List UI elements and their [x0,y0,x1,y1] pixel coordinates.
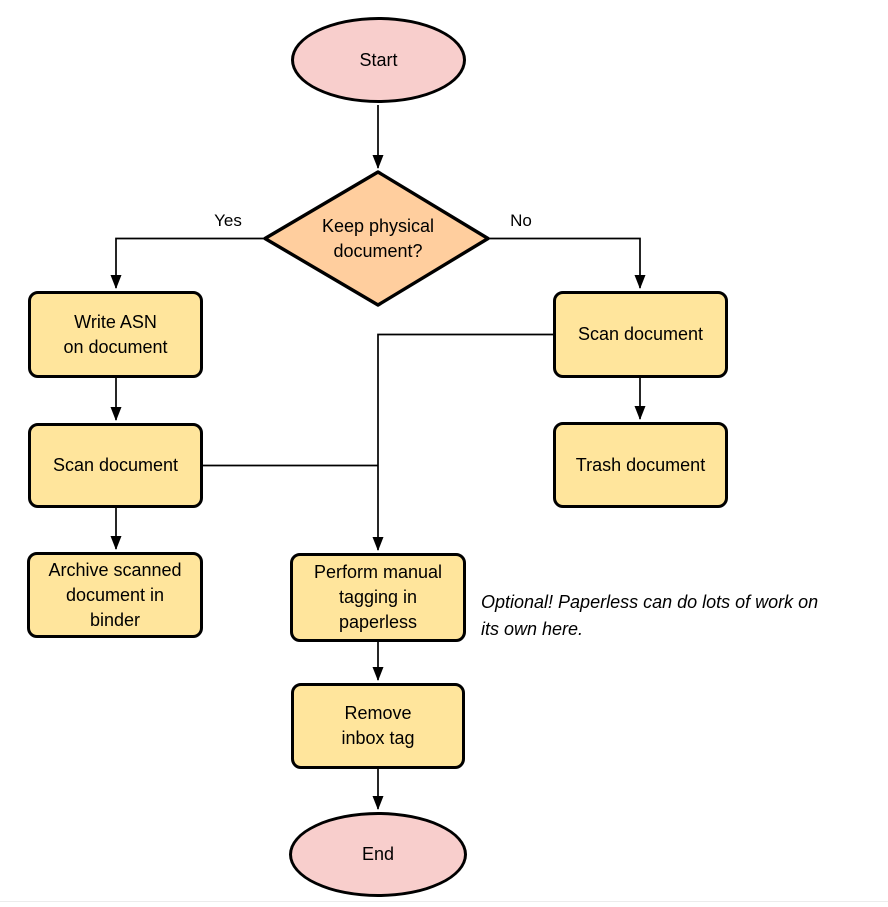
write-asn-line-2: on document [63,336,168,357]
archive-line-3: binder [89,609,141,630]
optional-note: Optional! Paperless can do lots of work … [481,589,881,643]
node-archive-document: Archive scanned document in binder [27,552,203,638]
edge-label-no: No [510,211,532,230]
trash-label: Trash document [575,454,706,475]
tagging-line-3: paperless [338,612,418,632]
scan-right-label: Scan document [577,324,704,344]
scan-left-label: Scan document [52,455,179,475]
optional-note-line-1: Optional! Paperless can do lots of work … [481,592,819,612]
node-write-asn: Write ASN on document [28,291,203,378]
tagging-line-1: Perform manual [313,562,443,582]
node-start-label: Start [359,49,398,70]
node-remove-inbox-tag: Remove inbox tag [291,683,465,769]
tagging-line-2: tagging in [338,587,418,607]
decision-line-2: document? [333,240,423,261]
edge-decision-yes-to-write-asn [110,237,265,289]
edge-decision-no-to-scan-right [488,237,646,289]
node-start: Start [291,17,466,103]
node-end-label: End [361,844,395,864]
node-scan-document-left: Scan document [28,423,203,508]
archive-line-2: document in [65,584,165,605]
decision-diamond-shape [263,170,490,307]
write-asn-line-1: Write ASN [74,311,157,332]
node-decision-label: Keep physical document? [267,212,489,265]
node-manual-tagging: Perform manual tagging in paperless [290,553,466,642]
decision-line-1: Keep physical [321,215,435,236]
node-end: End [289,812,467,897]
remove-tag-line-1: Remove [344,703,412,723]
node-scan-document-right: Scan document [553,291,728,378]
edge-scan-right-to-tagging [372,333,553,551]
archive-line-1: Archive scanned [48,559,182,580]
remove-tag-line-2: inbox tag [341,728,415,748]
node-trash-document: Trash document [553,422,728,508]
optional-note-line-2: its own here. [481,619,584,639]
edge-label-yes: Yes [214,211,242,230]
page-bottom-divider [0,901,888,902]
